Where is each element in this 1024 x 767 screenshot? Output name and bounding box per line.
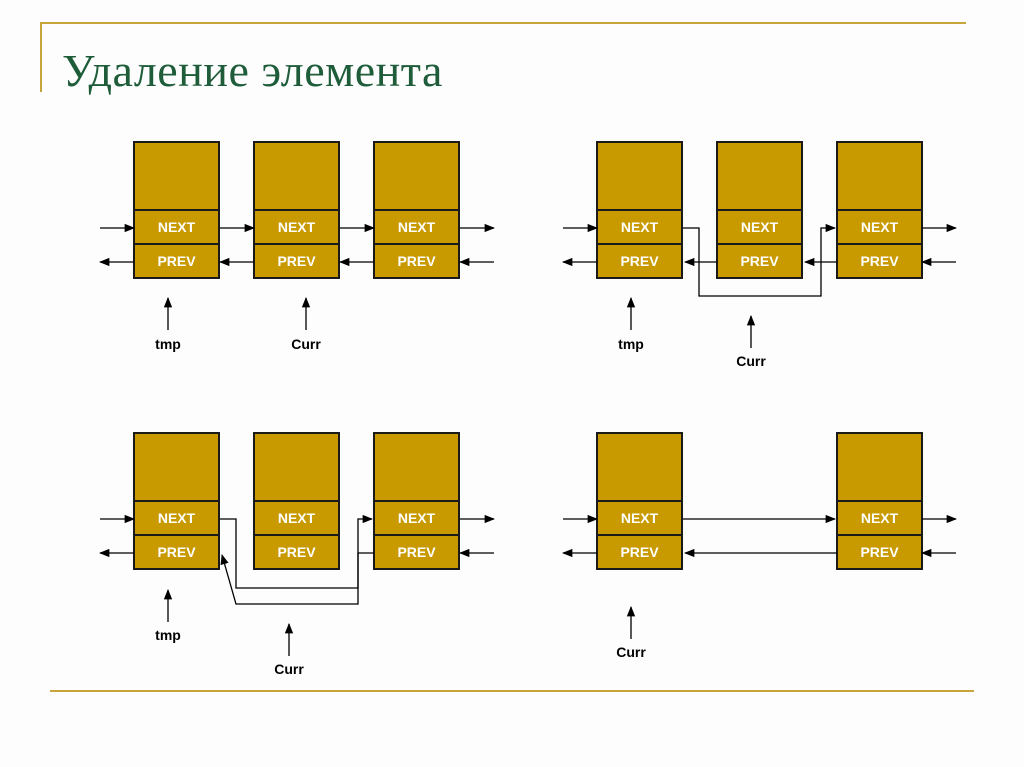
node-c: NEXT PREV bbox=[836, 432, 923, 570]
next-bypass-link bbox=[683, 223, 837, 297]
node-c: NEXT PREV bbox=[836, 141, 923, 279]
node-a: NEXT PREV bbox=[596, 432, 683, 570]
next-field-label: NEXT bbox=[861, 510, 899, 526]
tmp-pointer-label: tmp bbox=[618, 336, 644, 352]
prev-field-label: PREV bbox=[620, 544, 659, 560]
next-bypass-link bbox=[220, 514, 374, 589]
next-field-label: NEXT bbox=[621, 219, 659, 235]
next-field-label: NEXT bbox=[398, 219, 436, 235]
next-field-label: NEXT bbox=[158, 219, 196, 235]
prev-field-label: PREV bbox=[157, 253, 196, 269]
node-a: NEXT PREV bbox=[596, 141, 683, 279]
next-field-label: NEXT bbox=[158, 510, 196, 526]
next-field-label: NEXT bbox=[398, 510, 436, 526]
node-b: NEXT PREV bbox=[253, 432, 340, 570]
prev-field-label: PREV bbox=[157, 544, 196, 560]
curr-pointer-label: Curr bbox=[274, 661, 304, 677]
curr-pointer-label: Curr bbox=[291, 336, 321, 352]
curr-pointer-label: Curr bbox=[736, 353, 766, 369]
prev-field-label: PREV bbox=[277, 544, 316, 560]
tmp-pointer-label: tmp bbox=[155, 336, 181, 352]
prev-field-label: PREV bbox=[740, 253, 779, 269]
next-field-label: NEXT bbox=[621, 510, 659, 526]
prev-field-label: PREV bbox=[277, 253, 316, 269]
slide-title: Удаление элемента bbox=[62, 45, 443, 96]
node-c: NEXT PREV bbox=[373, 432, 460, 570]
next-field-label: NEXT bbox=[741, 219, 779, 235]
prev-field-label: PREV bbox=[620, 253, 659, 269]
node-b: NEXT PREV bbox=[253, 141, 340, 279]
node-c: NEXT PREV bbox=[373, 141, 460, 279]
next-field-label: NEXT bbox=[278, 219, 316, 235]
prev-field-label: PREV bbox=[860, 253, 899, 269]
next-field-label: NEXT bbox=[278, 510, 316, 526]
prev-bypass-link bbox=[220, 552, 374, 605]
tmp-pointer-label: tmp bbox=[155, 627, 181, 643]
node-a: NEXT PREV bbox=[133, 141, 220, 279]
node-b: NEXT PREV bbox=[716, 141, 803, 279]
next-field-label: NEXT bbox=[861, 219, 899, 235]
prev-field-label: PREV bbox=[397, 253, 436, 269]
prev-field-label: PREV bbox=[397, 544, 436, 560]
node-a: NEXT PREV bbox=[133, 432, 220, 570]
prev-field-label: PREV bbox=[860, 544, 899, 560]
curr-pointer-label: Curr bbox=[616, 644, 646, 660]
